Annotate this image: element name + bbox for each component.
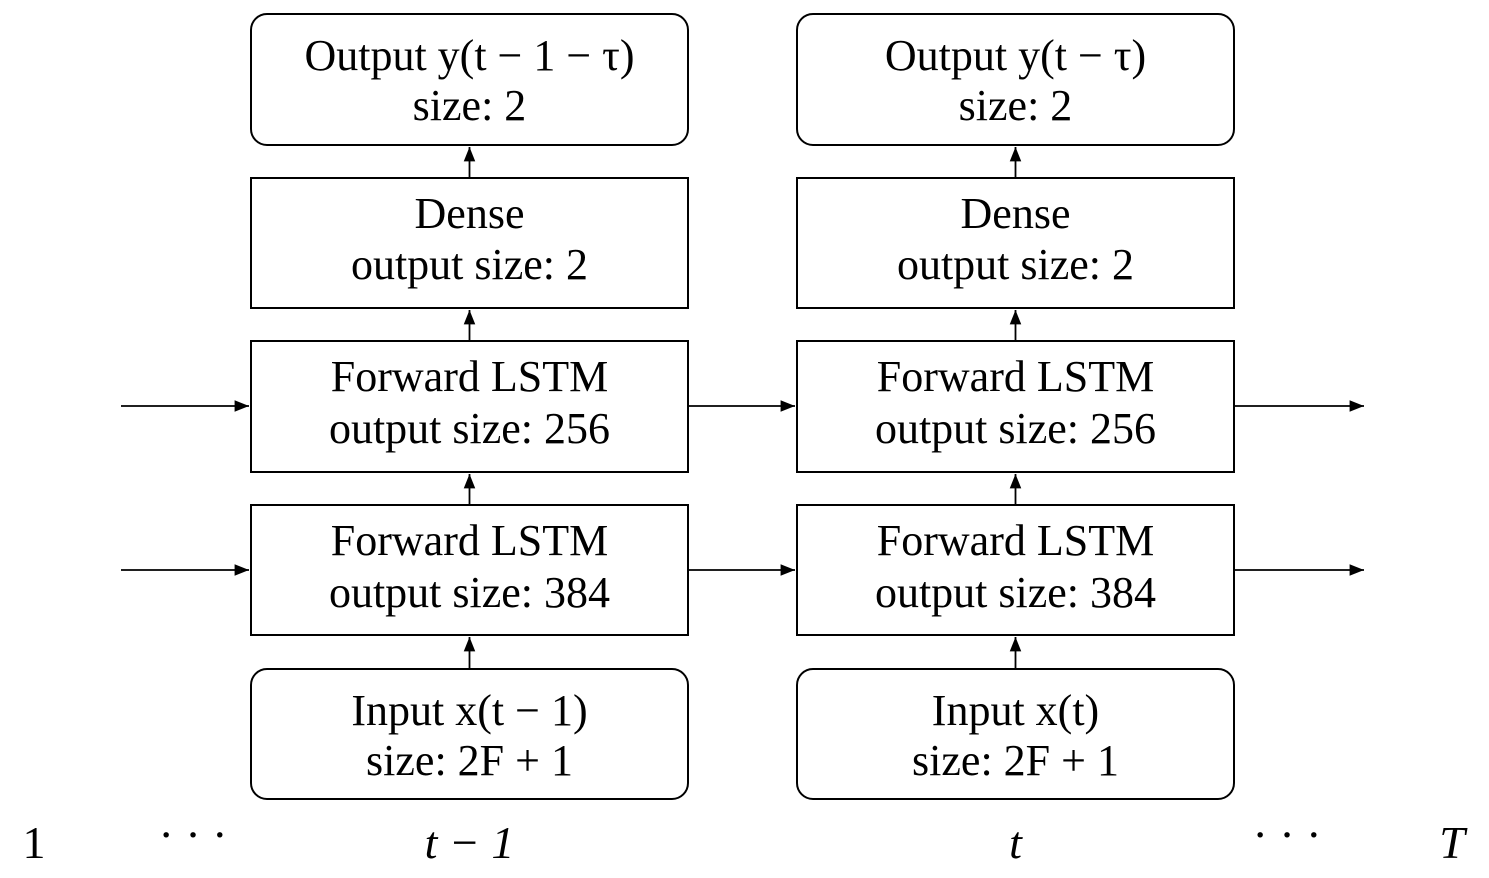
lstm-top-box: Forward LSTM output size: 256 [796,340,1235,473]
timeline-ellipsis-right: · · · [1253,809,1322,860]
output-box: Output y(t − 1 − τ) size: 2 [250,13,689,146]
lstm-top-size: output size: 256 [875,404,1156,453]
lstm-top-box: Forward LSTM output size: 256 [250,340,689,473]
timeline-ellipsis-left: · · · [159,809,228,860]
timeline-start-label: 1 [23,817,46,868]
lstm-bottom-size: output size: 384 [875,568,1156,617]
output-box: Output y(t − τ) size: 2 [796,13,1235,146]
lstm-bottom-size: output size: 384 [329,568,610,617]
output-title: Output y(t − 1 − τ) [304,31,634,80]
input-box: Input x(t) size: 2F + 1 [796,668,1235,800]
output-size: size: 2 [959,81,1073,130]
column-t-minus-1: Output y(t − 1 − τ) size: 2 Dense output… [250,13,689,800]
lstm-top-title: Forward LSTM [331,352,608,401]
dense-box: Dense output size: 2 [796,177,1235,309]
dense-title: Dense [961,189,1071,238]
dense-box: Dense output size: 2 [250,177,689,309]
lstm-bottom-box: Forward LSTM output size: 384 [250,504,689,636]
dense-size: output size: 2 [351,240,588,289]
dense-size: output size: 2 [897,240,1134,289]
timeline-end-label: T [1439,817,1468,868]
timeline: 1 · · · t − 1 t · · · T [23,809,1469,868]
input-size: size: 2F + 1 [366,736,573,785]
dense-title: Dense [415,189,525,238]
output-title: Output y(t − τ) [885,31,1146,80]
column-t: Output y(t − τ) size: 2 Dense output siz… [796,13,1235,800]
lstm-bottom-title: Forward LSTM [877,516,1154,565]
lstm-bottom-box: Forward LSTM output size: 384 [796,504,1235,636]
output-size: size: 2 [413,81,527,130]
input-title: Input x(t) [932,686,1099,735]
lstm-bottom-title: Forward LSTM [331,516,608,565]
lstm-top-size: output size: 256 [329,404,610,453]
timeline-current-label: t [1009,817,1023,868]
input-size: size: 2F + 1 [912,736,1119,785]
input-box: Input x(t − 1) size: 2F + 1 [250,668,689,800]
timeline-prev-label: t − 1 [425,817,515,868]
input-title: Input x(t − 1) [351,686,587,735]
lstm-top-title: Forward LSTM [877,352,1154,401]
